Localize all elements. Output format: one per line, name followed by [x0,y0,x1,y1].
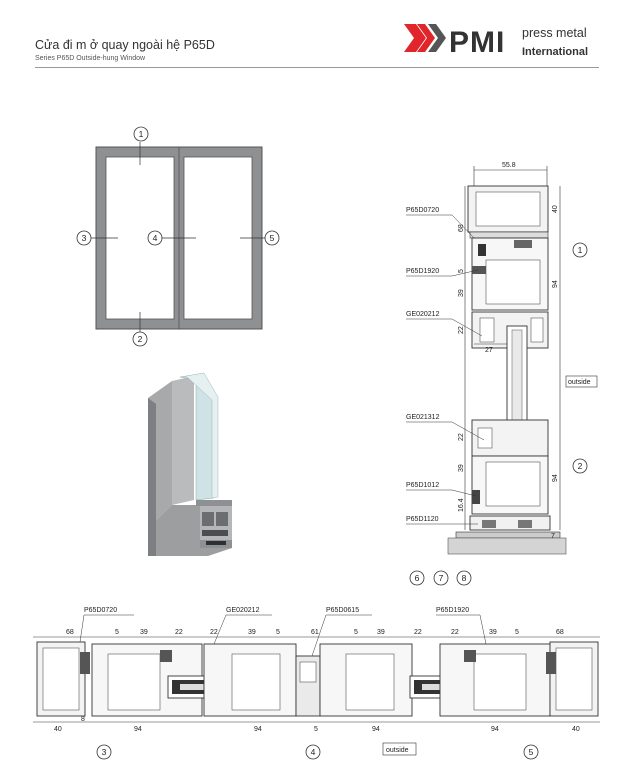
vs-outside-box: outside [565,375,598,388]
hs-top-dim-68-left: 68 [66,629,74,636]
hs-part-p65d0720: P65D0720 [84,607,117,614]
page-subtitle: Series P65D Outside-hung Window [35,55,146,62]
logo-tagline-top: press metal [522,26,587,40]
header-divider [35,67,599,68]
vs-dim-22-top: 22 [458,326,465,334]
accessory-callout-6: 6 [409,570,425,586]
elevation-callout-5: 5 [264,230,280,246]
vs-part-p65d0720: P65D0720 [406,207,439,214]
hs-callout-4-label: 4 [311,747,316,757]
page-title: Cửa đi m ở quay ngoài hệ P65D [35,38,215,52]
accessory-callout-8-label: 8 [462,573,467,583]
elevation-callout-2: 2 [132,331,148,347]
vs-dim-39-bottom: 39 [458,464,465,472]
accessory-callout-7: 7 [433,570,449,586]
hs-top-dim-5-c: 5 [354,629,358,636]
hs-top-dim-39-b: 39 [248,629,256,636]
elevation-callout-3: 3 [76,230,92,246]
vs-part-p65d1920: P65D1920 [406,268,439,275]
hs-bottom-dim-40-right: 40 [572,726,580,733]
elevation-callout-1-label: 1 [139,129,144,139]
elevation-callout-4: 4 [147,230,163,246]
hs-top-dim-39-c: 39 [377,629,385,636]
hs-part-ge020212: GE020212 [226,607,260,614]
hs-bottom-dim-94-b: 94 [254,726,262,733]
vs-dim-5: 5 [458,269,465,273]
vs-part-p65d1120: P65D1120 [406,516,439,523]
hs-bottom-dim-40-left: 40 [54,726,62,733]
logo-tagline-bottom: International [522,46,588,58]
vs-callout-1: 1 [572,242,588,258]
hs-callout-5: 5 [523,744,539,760]
hs-top-dim-22-d: 22 [451,629,459,636]
elevation-callout-3-label: 3 [82,233,87,243]
hs-callout-5-label: 5 [529,747,534,757]
logo-letters: PMI [449,26,505,59]
vs-dim-top: 55.8 [502,162,516,169]
hs-part-p65d1920: P65D1920 [436,607,469,614]
hs-top-dim-5-a: 5 [115,629,119,636]
hs-callout-3: 3 [96,744,112,760]
hs-outside-box: outside [382,742,417,756]
hs-callout-3-label: 3 [102,747,107,757]
hs-bottom-dim-94-a: 94 [134,726,142,733]
hs-top-dim-22-c: 22 [414,629,422,636]
corner-3d-render [148,372,232,556]
hs-top-dim-5-d: 5 [515,629,519,636]
hs-callout-4: 4 [305,744,321,760]
hs-bottom-dim-94-c: 94 [372,726,380,733]
hs-top-dim-22-b: 22 [210,629,218,636]
accessory-callout-8: 8 [456,570,472,586]
elevation-callout-1: 1 [133,126,149,142]
vs-part-p65d1012: P65D1012 [406,482,439,489]
pmi-chevron-logo-icon [404,24,446,52]
vs-dim-68: 68 [458,224,465,232]
hs-part-p65d0615: P65D0615 [326,607,359,614]
vs-dim-27: 27 [485,347,493,354]
vs-dim-94-top: 94 [552,280,559,288]
hs-top-dim-68-right: 68 [556,629,564,636]
vs-callout-2: 2 [572,458,588,474]
hs-top-dim-39-d: 39 [489,629,497,636]
vs-dim-40: 40 [552,205,559,213]
elevation-callout-5-label: 5 [270,233,275,243]
hs-top-dim-22-a: 22 [175,629,183,636]
hs-bottom-dim-8: 8 [81,716,85,723]
door-elevation [90,142,268,334]
accessory-callout-7-label: 7 [439,573,444,583]
vs-dim-16-4: 16.4 [458,498,465,512]
vs-part-ge020212: GE020212 [406,311,440,318]
elevation-callout-4-label: 4 [153,233,158,243]
elevation-callout-2-label: 2 [138,334,143,344]
hs-top-dim-5-b: 5 [276,629,280,636]
vs-outside-label: outside [568,379,591,386]
hs-bottom-dim-5: 5 [314,726,318,733]
vs-dim-22-bottom: 22 [458,433,465,441]
vs-callout-1-label: 1 [578,245,583,255]
hs-outside-label: outside [386,747,409,754]
accessory-callout-6-label: 6 [415,573,420,583]
hs-bottom-dim-94-d: 94 [491,726,499,733]
hs-top-dim-61: 61 [311,629,319,636]
vs-callout-2-label: 2 [578,461,583,471]
vs-dim-7: 7 [551,533,555,540]
vs-dim-94-bottom: 94 [552,474,559,482]
horizontal-section [33,614,600,723]
vs-part-ge021312: GE021312 [406,414,440,421]
vs-dim-39-top: 39 [458,289,465,297]
vertical-section: 55.8 [406,162,567,555]
hs-top-dim-39-a: 39 [140,629,148,636]
